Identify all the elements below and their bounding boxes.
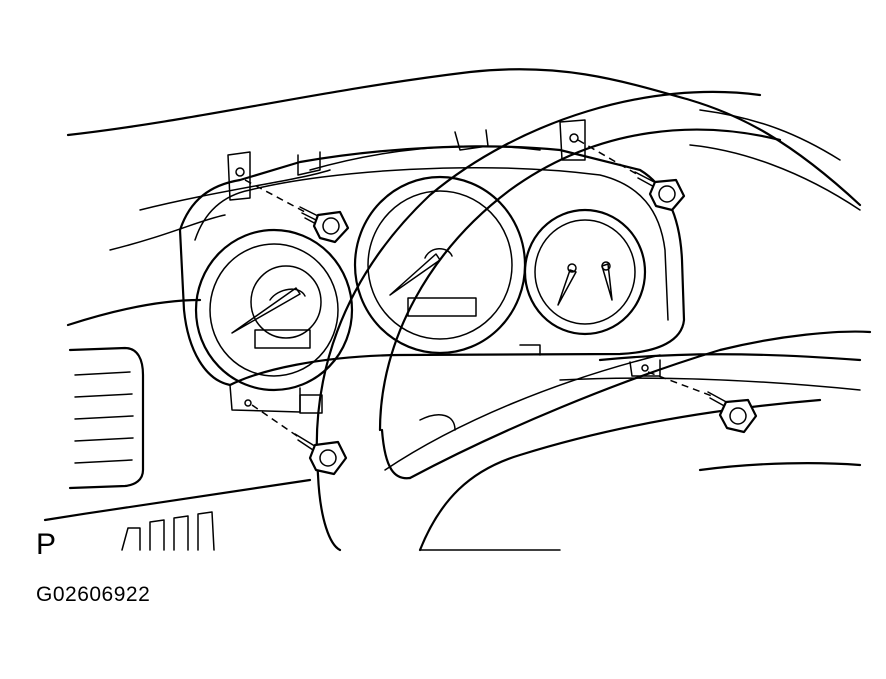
screw-top-right — [577, 139, 686, 212]
fuel-temp-gauge — [523, 208, 647, 336]
corner-letter: P — [36, 528, 57, 561]
speedometer-gauge — [353, 175, 527, 355]
screw-top-left — [244, 179, 350, 244]
air-vent — [68, 346, 145, 490]
tachometer-gauge — [194, 228, 354, 392]
steering-wheel — [315, 90, 872, 552]
center-vent-slats — [121, 511, 215, 551]
screw-bottom-right — [647, 371, 758, 434]
dashboard-outline — [43, 68, 862, 522]
screw-bottom-left — [251, 404, 348, 476]
instrument-cluster — [178, 119, 686, 414]
figure-code: G02606922 — [36, 583, 151, 606]
